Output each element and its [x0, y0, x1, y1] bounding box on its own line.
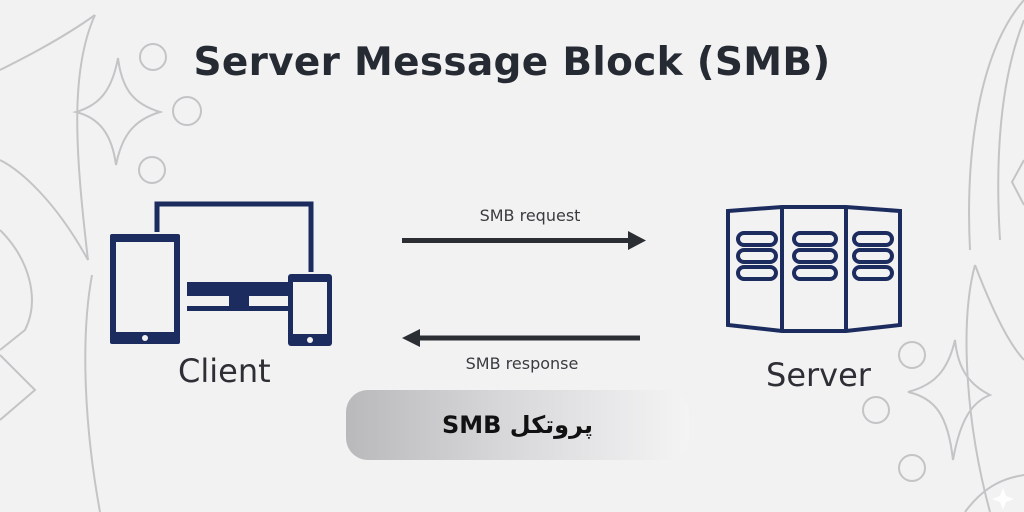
client-label: Client — [178, 352, 271, 390]
arrow-left-icon — [402, 329, 640, 347]
diagram-title: Server Message Block (SMB) — [193, 40, 831, 85]
response-arrow-label: SMB response — [465, 354, 579, 373]
title-banner: پروتکل SMB — [346, 390, 689, 460]
server-rack-icon — [726, 205, 902, 333]
devices-icon — [110, 201, 332, 346]
arrow-right-icon — [402, 231, 646, 250]
request-arrow-label: SMB request — [479, 206, 581, 225]
banner-text: پروتکل SMB — [441, 411, 594, 439]
server-label: Server — [766, 356, 871, 394]
